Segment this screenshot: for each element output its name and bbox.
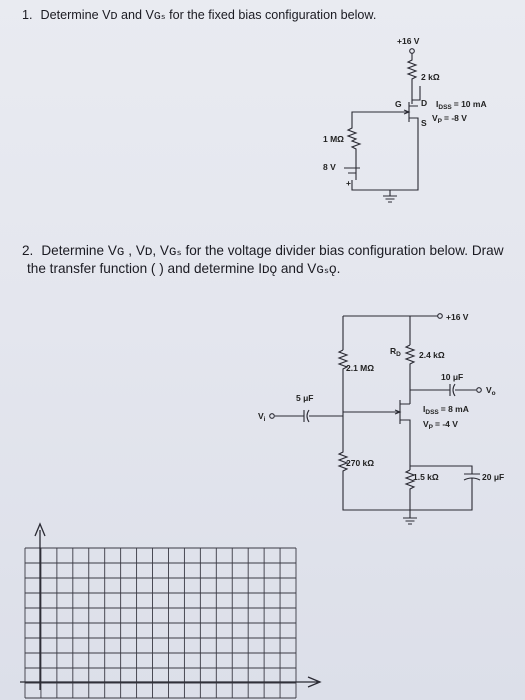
c2-vi-label: Vi	[258, 411, 266, 423]
graph-grid	[24, 547, 297, 699]
c2-idss: IDSS= 8 mA	[423, 404, 469, 416]
c2-vo-terminal	[476, 387, 482, 393]
c2-supply-label: +16 V	[446, 312, 469, 322]
c2-cs-capacitor	[410, 465, 481, 511]
c2-vp: VP= -4 V	[423, 419, 458, 431]
problem-1-text: 1. Determine Vᴅ and Vɢₛ for the fixed bia…	[22, 7, 376, 24]
c1-battery-plus: +	[346, 178, 351, 188]
c2-r2-resistor	[337, 430, 410, 511]
graph-x-axis	[20, 676, 322, 688]
c1-source-label: S	[421, 118, 427, 128]
c1-battery	[344, 167, 360, 174]
c2-r1-resistor	[337, 349, 349, 430]
problem-2-number: 2.	[22, 243, 34, 258]
c2-ground-icon	[403, 510, 417, 525]
problem-2-line-2: the transfer function ( ) and determine …	[27, 261, 341, 276]
c1-rg-value: 1 MΩ	[323, 134, 344, 144]
c1-rd-value: 2 kΩ	[421, 72, 440, 82]
c1-jfet	[400, 102, 419, 130]
c2-r2-value: 270 kΩ	[346, 458, 374, 468]
c1-supply-label: +16 V	[397, 36, 420, 46]
c2-rd-value: 2.4 kΩ	[419, 350, 445, 360]
c2-output-capacitor	[410, 383, 476, 397]
c1-gate-network	[346, 111, 419, 196]
c2-cs-value: 20 μF	[482, 472, 504, 482]
problem-2-line-1: 2. Determine Vɢ , Vᴅ, Vɢₛ for the voltage…	[22, 242, 517, 260]
c2-vo-label: Vo	[486, 385, 496, 397]
problem-1-number: 1.	[22, 8, 33, 22]
c2-rd-label: RD	[390, 346, 401, 358]
c2-supply-rail	[342, 315, 438, 350]
problem-1-statement: Determine Vᴅ and Vɢₛ for the fixed bias …	[40, 8, 377, 22]
c2-rd-resistor	[404, 344, 416, 400]
c2-rs-value: 1.5 kΩ	[413, 472, 439, 482]
c2-r1-value: 2.1 MΩ	[346, 363, 374, 373]
c2-rs-resistor	[404, 469, 416, 510]
c2-input-capacitor	[275, 409, 343, 423]
c2-cout-value: 10 μF	[441, 372, 463, 382]
c2-vi-terminal	[269, 413, 275, 419]
c1-drain-label: D	[421, 98, 427, 108]
c1-vp: VP= -8 V	[432, 113, 467, 125]
c2-supply-terminal	[437, 313, 443, 319]
c1-vgg-value: 8 V	[323, 162, 336, 172]
c2-jfet	[343, 400, 411, 470]
c1-gate-label: G	[395, 99, 402, 109]
graph-y-axis	[34, 522, 46, 690]
problem-2-statement-1: Determine Vɢ , Vᴅ, Vɢₛ for the voltage d…	[41, 243, 504, 258]
c1-idss: IDSS= 10 mA	[436, 99, 487, 111]
c2-cin-value: 5 μF	[296, 393, 313, 403]
problem-2-text: 2. Determine Vɢ , Vᴅ, Vɢₛ for the voltage…	[22, 242, 517, 278]
c1-rd-resistor	[406, 53, 421, 104]
c1-ground-icon	[383, 195, 397, 203]
